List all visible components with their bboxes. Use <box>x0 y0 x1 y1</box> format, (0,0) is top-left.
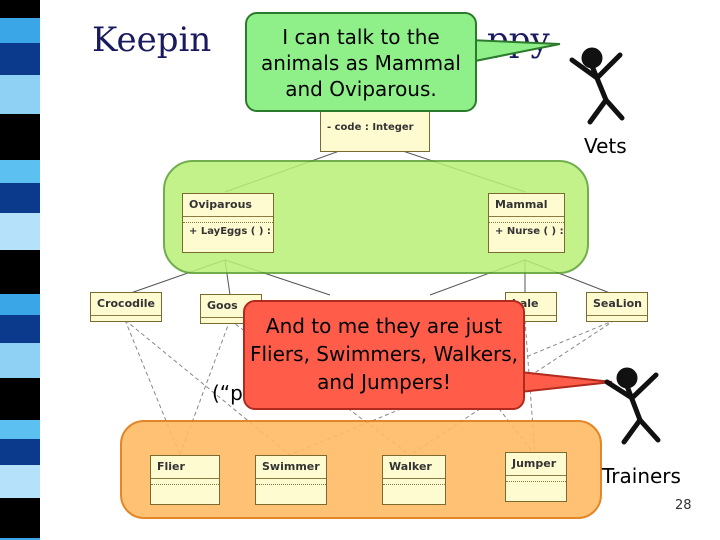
mammal-class-box: Mammal + Nurse ( ) : <box>488 193 565 253</box>
vets-label: Vets <box>584 134 627 158</box>
sidebar-stripe <box>0 0 40 18</box>
role-class-name: Swimmer <box>256 456 326 479</box>
sidebar-stripe <box>0 378 40 420</box>
sidebar-stripe <box>0 213 40 250</box>
oviparous-name: Oviparous <box>183 194 273 217</box>
partial-note: (“p <box>212 381 243 405</box>
animal-class-box: - code : Integer <box>320 110 430 152</box>
sidebar-stripe <box>0 43 40 75</box>
attribute-divider <box>383 479 445 485</box>
animal-class-name: Crocodile <box>91 293 161 316</box>
sidebar-stripe <box>0 315 40 343</box>
crocodile-class-box: Crocodile <box>90 292 162 322</box>
slide-title-visible: Keepin <box>92 20 212 60</box>
attribute-divider <box>256 479 326 485</box>
animal-attribute: - code : Integer <box>327 122 414 133</box>
page-number: 28 <box>675 498 692 513</box>
sealion-class-box: SeaLion <box>586 292 648 322</box>
sidebar-stripe <box>0 343 40 378</box>
vets-callout-text: I can talk to the animals as Mammal and … <box>261 25 461 101</box>
mammal-name: Mammal <box>489 194 564 217</box>
sidebar-stripe <box>0 294 40 315</box>
flier-class-box: Flier <box>150 455 220 505</box>
sidebar-stripe <box>0 538 40 540</box>
sidebar-stripe <box>0 114 40 160</box>
sidebar-stripe <box>0 183 40 213</box>
sidebar-stripe <box>0 18 40 43</box>
trainers-actor-icon <box>604 367 661 445</box>
swimmer-class-box: Swimmer <box>255 455 327 505</box>
oviparous-class-box: Oviparous + LayEggs ( ) : <box>182 193 274 253</box>
vets-actor-icon <box>569 47 625 125</box>
attribute-divider <box>151 479 219 485</box>
animal-class-name: Goos <box>201 295 261 318</box>
sidebar-stripe <box>0 420 40 439</box>
sidebar-stripe <box>0 439 40 465</box>
vets-callout: I can talk to the animals as Mammal and … <box>245 12 477 112</box>
role-class-name: Walker <box>383 456 445 479</box>
sidebar-stripe <box>0 250 40 294</box>
attribute-divider <box>183 217 273 223</box>
jumper-class-box: Jumper <box>505 452 567 502</box>
attribute-divider <box>506 476 566 482</box>
oviparous-operation: + LayEggs ( ) : <box>189 226 271 237</box>
sidebar-stripe <box>0 160 40 183</box>
role-class-name: Jumper <box>506 453 566 476</box>
animal-class-name: SeaLion <box>587 293 647 316</box>
sidebar-stripe <box>0 75 40 114</box>
trainers-callout-text: And to me they are just Fliers, Swimmers… <box>250 314 518 394</box>
sidebar-stripe <box>0 498 40 538</box>
walker-class-box: Walker <box>382 455 446 505</box>
attribute-divider <box>489 217 564 223</box>
decorative-sidebar <box>0 0 40 540</box>
sidebar-stripe <box>0 465 40 498</box>
trainers-callout: And to me they are just Fliers, Swimmers… <box>243 300 525 410</box>
role-class-name: Flier <box>151 456 219 479</box>
mammal-operation: + Nurse ( ) : <box>495 226 564 237</box>
trainers-label: Trainers <box>602 464 681 488</box>
